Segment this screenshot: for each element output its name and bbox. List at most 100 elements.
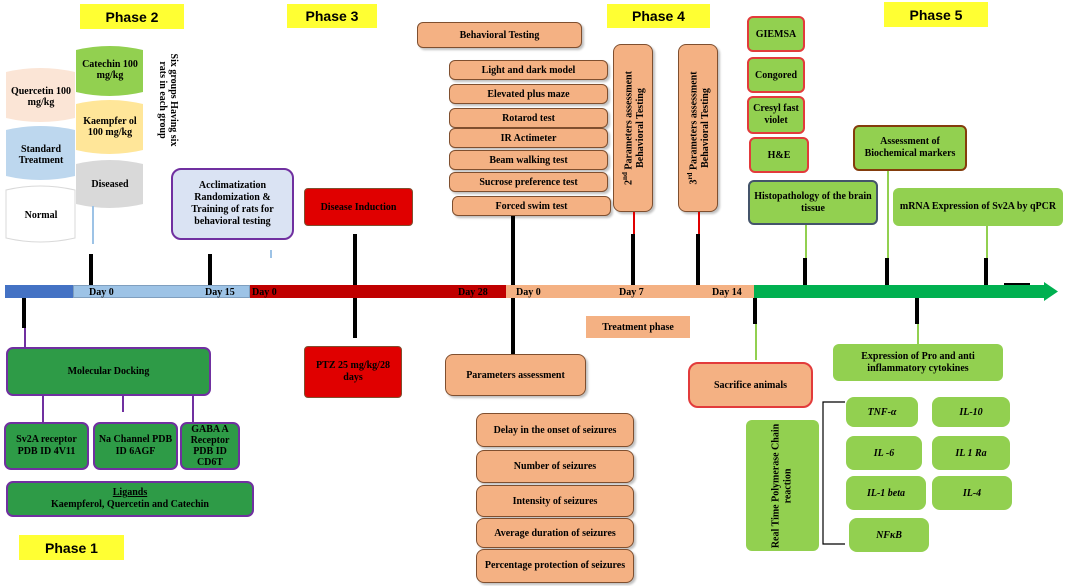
flag-catechin xyxy=(76,46,143,96)
test-beam-walking: Beam walking test xyxy=(449,150,608,170)
param-duration: Average duration of seizures xyxy=(476,518,634,548)
disease-induction-box: Disease Induction xyxy=(304,188,413,226)
connector xyxy=(885,258,889,285)
timeline-day0-a: Day 0 xyxy=(89,287,114,298)
param-2nd-label: 2nd Parameters assessment Behavioral Tes… xyxy=(617,54,649,202)
test-sucrose: Sucrose preference test xyxy=(449,172,608,192)
stain-congored: Congored xyxy=(747,57,805,93)
target-gaba: GABA A Receptor PDB ID CD6T xyxy=(180,422,240,470)
timeline-segment-red xyxy=(250,285,506,298)
connector-thin xyxy=(92,206,94,244)
connector-thin xyxy=(698,212,700,234)
param-delay: Delay in the onset of seizures xyxy=(476,413,634,447)
cytokine-tnf: TNF-α xyxy=(846,397,918,427)
cytokine-il1ra: IL 1 Ra xyxy=(932,436,1010,470)
stain-he: H&E xyxy=(749,137,809,173)
timeline-day0-b: Day 0 xyxy=(252,287,277,298)
test-ir-actimeter: IR Actimeter xyxy=(449,128,608,148)
flag-quercetin xyxy=(6,68,75,122)
rtpcr-box xyxy=(746,420,819,551)
sacrifice-box: Sacrifice animals xyxy=(688,362,813,408)
group-quercetin: Quercetin 100 mg/kg xyxy=(10,86,72,108)
acclimatization-box: Acclimatization Randomization & Training… xyxy=(171,168,294,240)
connector xyxy=(353,298,357,338)
connector-thin xyxy=(805,224,807,258)
param-3rd-box xyxy=(678,44,718,212)
group-kaempferol: Kaempfer ol 100 mg/kg xyxy=(83,116,137,138)
connector-thin xyxy=(887,170,889,258)
group-diseased: Diseased xyxy=(91,178,129,190)
timeline-segment-lightblue xyxy=(73,285,250,298)
flag-kaempferol xyxy=(76,100,143,154)
test-forced-swim: Forced swim test xyxy=(452,196,611,216)
flag-diseased xyxy=(76,160,143,208)
flag-standard xyxy=(6,126,75,180)
connector-thin xyxy=(917,324,919,344)
timeline-day15: Day 15 xyxy=(205,287,235,298)
connector xyxy=(753,298,757,324)
ligands-list: Kaempferol, Quercetin and Catechin xyxy=(51,499,209,510)
phase-1-label: Phase 1 xyxy=(19,535,124,560)
param-protection: Percentage protection of seizures xyxy=(476,549,634,583)
stain-cresyl: Cresyl fast violet xyxy=(747,96,805,134)
ligands-title: Ligands xyxy=(112,487,148,498)
param-3rd-num: 3 xyxy=(688,179,700,185)
timeline-segment-green xyxy=(754,285,1046,298)
connector xyxy=(353,234,357,285)
group-catechin: Catechin 100 mg/kg xyxy=(82,59,138,81)
timeline-segment-peach xyxy=(506,285,756,298)
connector-thin xyxy=(755,324,757,360)
connector-thin xyxy=(122,396,124,412)
param-3rd-sup: rd xyxy=(686,172,695,180)
test-rotarod: Rotarod test xyxy=(449,108,608,128)
connector xyxy=(22,298,26,328)
phase-5-label: Phase 5 xyxy=(884,2,988,27)
connector xyxy=(915,298,919,324)
connector xyxy=(89,254,93,285)
param-3rd-label: 3rd Parameters assessment Behavioral Tes… xyxy=(682,54,714,202)
biochemical-box: Assessment of Biochemical markers xyxy=(853,125,967,171)
stain-giemsa: GIEMSA xyxy=(747,16,805,52)
param-3rd-text: Parameters assessment Behavioral Testing xyxy=(688,71,711,171)
connector xyxy=(696,234,700,285)
param-intensity: Intensity of seizures xyxy=(476,485,634,517)
connector xyxy=(803,258,807,285)
target-sv2a: Sv2A receptor PDB ID 4V11 xyxy=(4,422,89,470)
molecular-docking-box: Molecular Docking xyxy=(6,347,211,396)
param-number: Number of seizures xyxy=(476,450,634,483)
cytokines-box: Expression of Pro and anti inflammatory … xyxy=(833,344,1003,381)
cytokine-nfkb: NFκB xyxy=(849,518,929,552)
group-normal: Normal xyxy=(24,209,58,221)
connector-thin xyxy=(270,250,272,258)
cytokine-il6: IL -6 xyxy=(846,436,922,470)
connector xyxy=(208,254,212,285)
timeline-day7: Day 7 xyxy=(619,287,644,298)
phase-3-label: Phase 3 xyxy=(287,4,377,28)
ptz-box: PTZ 25 mg/kg/28 days xyxy=(304,346,402,398)
timeline-day0-c: Day 0 xyxy=(516,287,541,298)
histopathology-box: Histopathology of the brain tissue xyxy=(748,180,878,225)
connector-thin xyxy=(192,396,194,424)
test-light-dark: Light and dark model xyxy=(449,60,608,80)
param-2nd-num: 2 xyxy=(623,179,635,185)
group-standard: Standard Treatment xyxy=(18,144,64,166)
timeline-segment-blue xyxy=(5,285,75,298)
cytokine-il10: IL-10 xyxy=(932,397,1010,427)
mrna-box: mRNA Expression of Sv2A by qPCR xyxy=(893,188,1063,226)
connector xyxy=(511,216,515,285)
bracket xyxy=(822,401,845,545)
connector-thin xyxy=(42,396,44,424)
param-2nd-text: Parameters assessment Behavioral Testing xyxy=(623,71,646,170)
rtpcr-label: Real Time Polymerase Chain reaction xyxy=(770,423,794,549)
cytokine-il4: IL-4 xyxy=(932,476,1012,510)
timeline-day28: Day 28 xyxy=(458,287,488,298)
group-flags xyxy=(5,46,143,243)
timeline-arrowhead xyxy=(1044,282,1058,301)
connector-thin xyxy=(24,328,26,348)
behavioral-testing-title: Behavioral Testing xyxy=(417,22,582,48)
connector xyxy=(1004,283,1030,285)
connector-thin xyxy=(986,226,988,258)
connector xyxy=(984,258,988,285)
ligands-box: Ligands Kaempferol, Quercetin and Catech… xyxy=(6,481,254,517)
test-elevated-plus: Elevated plus maze xyxy=(449,84,608,104)
